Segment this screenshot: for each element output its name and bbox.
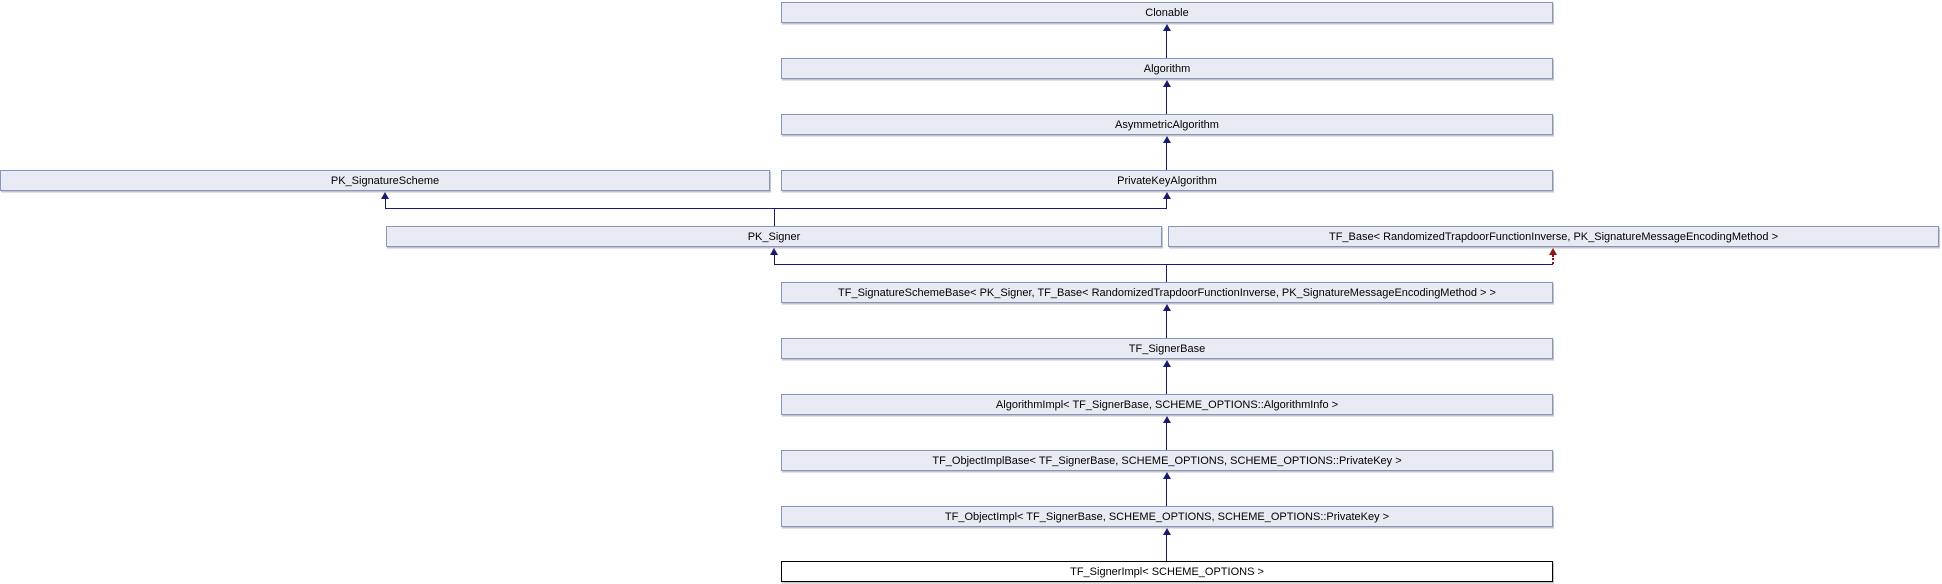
edge-tfsignerbase-tfsignatureschemebase-line [1166, 309, 1167, 338]
edge-asymmetricalgorithm-algorithm-line [1166, 85, 1167, 114]
arrowhead-up-icon [1163, 416, 1171, 423]
arrowhead-up-icon [1163, 80, 1171, 87]
edge-tfsignerimpl-tfobjectimpl-line [1166, 533, 1167, 561]
class-node-pk-signature-scheme[interactable]: PK_SignatureScheme [0, 170, 770, 191]
class-node-pk-signer[interactable]: PK_Signer [386, 226, 1162, 247]
arrowhead-up-private-icon [1549, 248, 1557, 255]
edge-pksigner-parents-horizontal [385, 208, 1167, 209]
edge-pksigner-privatekeyalgorithm-riser [1166, 197, 1167, 208]
edge-tfsignatureschemebase-pksigner-riser [774, 253, 775, 264]
class-node-tf-signer-base[interactable]: TF_SignerBase [781, 338, 1553, 359]
class-node-tf-signature-scheme-base[interactable]: TF_SignatureSchemeBase< PK_Signer, TF_Ba… [781, 282, 1553, 303]
edge-privatekeyalgorithm-asymmetricalgorithm-line [1166, 141, 1167, 170]
arrowhead-up-icon [1163, 304, 1171, 311]
arrowhead-up-icon [1163, 24, 1171, 31]
class-node-tf-base[interactable]: TF_Base< RandomizedTrapdoorFunctionInver… [1168, 226, 1939, 247]
edge-algorithm-clonable-line [1166, 29, 1167, 58]
arrowhead-up-icon [1163, 472, 1171, 479]
arrowhead-up-icon [1163, 528, 1171, 535]
arrowhead-up-icon [1163, 136, 1171, 143]
edge-pksigner-parents-stem [774, 208, 775, 226]
class-node-tf-object-impl[interactable]: TF_ObjectImpl< TF_SignerBase, SCHEME_OPT… [781, 506, 1553, 527]
class-node-algorithm[interactable]: Algorithm [781, 58, 1553, 79]
edge-tfsignatureschemebase-parents-stem [1166, 264, 1167, 282]
arrowhead-up-icon [381, 192, 389, 199]
class-node-private-key-algorithm[interactable]: PrivateKeyAlgorithm [781, 170, 1553, 191]
arrowhead-up-icon [1163, 360, 1171, 367]
arrowhead-up-icon [1163, 192, 1171, 199]
arrowhead-up-icon [770, 248, 778, 255]
class-node-tf-signer-impl-current: TF_SignerImpl< SCHEME_OPTIONS > [781, 561, 1553, 582]
edge-tfobjectimpl-tfobjectimplbase-line [1166, 477, 1167, 506]
class-node-clonable[interactable]: Clonable [781, 2, 1553, 23]
edge-algorithmimpl-tfsignerbase-line [1166, 365, 1167, 394]
class-node-tf-object-impl-base[interactable]: TF_ObjectImplBase< TF_SignerBase, SCHEME… [781, 450, 1553, 471]
edge-tfsignatureschemebase-parents-horizontal [774, 264, 1553, 265]
edge-tfobjectimplbase-algorithmimpl-line [1166, 421, 1167, 450]
class-node-asymmetric-algorithm[interactable]: AsymmetricAlgorithm [781, 114, 1553, 135]
edge-pksigner-pksignaturescheme-riser [385, 197, 386, 208]
class-node-algorithm-impl[interactable]: AlgorithmImpl< TF_SignerBase, SCHEME_OPT… [781, 394, 1553, 415]
edge-tfsignatureschemebase-tfbase-riser-dotted [1552, 255, 1554, 264]
